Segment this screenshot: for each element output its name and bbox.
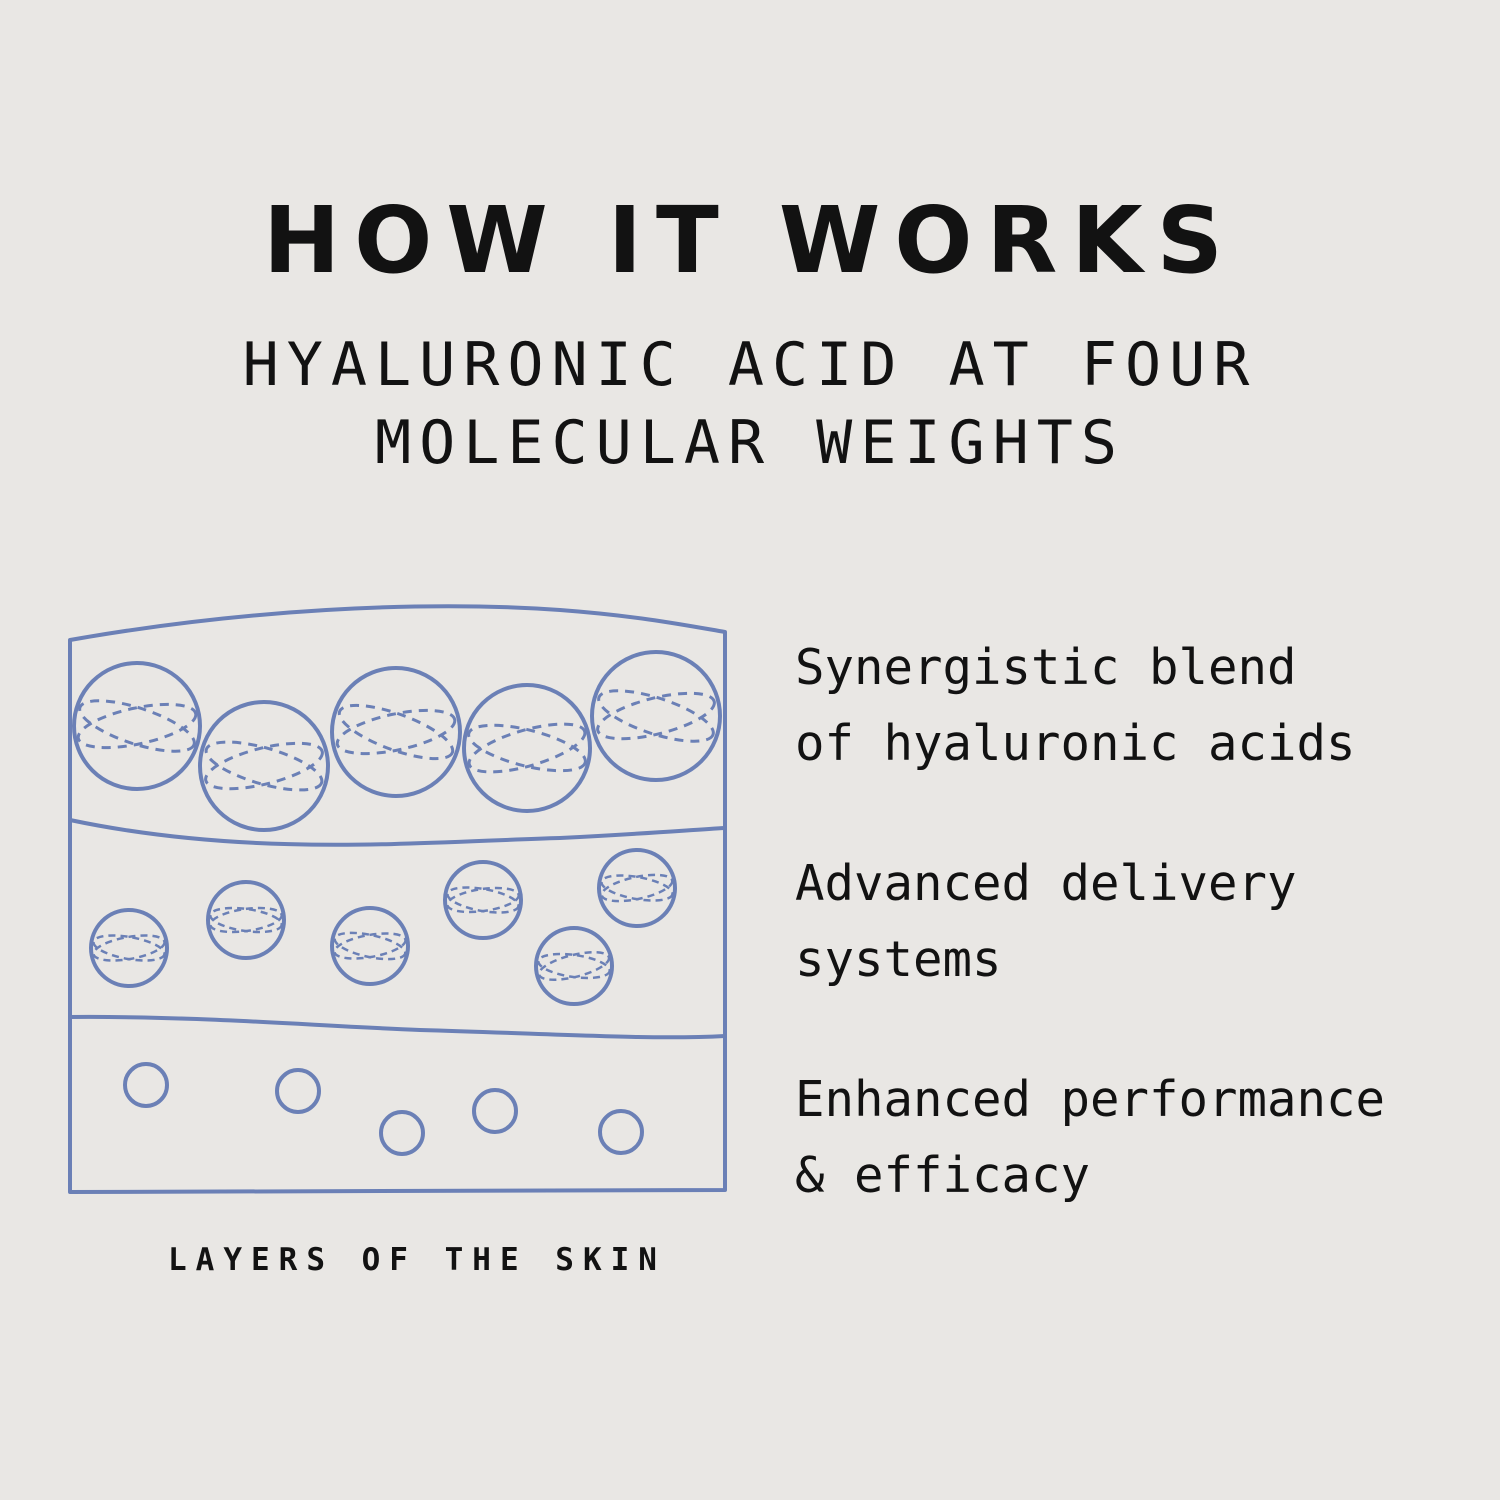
skin-layers-diagram — [68, 604, 727, 1194]
benefit-text-line: systems — [795, 931, 1002, 988]
benefit-text-line: Enhanced performance — [795, 1071, 1386, 1128]
subtitle: HYALURONIC ACID AT FOUR MOLECULAR WEIGHT… — [0, 326, 1500, 482]
large-molecule — [198, 700, 330, 832]
subtitle-line-1: HYALURONIC ACID AT FOUR — [242, 330, 1258, 400]
benefit-text-line: Synergistic blend — [795, 639, 1297, 696]
medium-molecule — [443, 860, 523, 940]
medium-molecule — [330, 906, 410, 986]
benefit-text-line: & efficacy — [795, 1147, 1091, 1204]
benefit-item: Enhanced performance & efficacy — [795, 1062, 1485, 1214]
small-molecule — [379, 1110, 425, 1156]
small-molecule — [123, 1062, 169, 1108]
large-molecule — [462, 683, 592, 813]
large-molecule — [72, 661, 202, 791]
benefit-text-line: Advanced delivery — [795, 855, 1297, 912]
medium-molecule — [597, 848, 677, 928]
skin-frame — [68, 604, 727, 1194]
medium-molecule — [534, 926, 614, 1006]
layer-divider-upper — [68, 818, 727, 847]
small-molecule — [598, 1109, 644, 1155]
large-molecule — [330, 666, 462, 798]
subtitle-line-2: MOLECULAR WEIGHTS — [374, 408, 1126, 478]
small-molecules — [123, 1062, 644, 1156]
benefit-text-line: of hyaluronic acids — [795, 715, 1356, 772]
small-molecule — [472, 1088, 518, 1134]
medium-molecule — [89, 908, 169, 988]
large-molecule — [590, 650, 722, 782]
small-molecule — [275, 1068, 321, 1114]
medium-molecules — [89, 848, 677, 1006]
medium-molecule — [206, 880, 286, 960]
page-title: HOW IT WORKS — [263, 187, 1237, 294]
large-molecules — [72, 650, 722, 832]
benefit-item: Synergistic blend of hyaluronic acids — [795, 630, 1485, 782]
benefit-item: Advanced delivery systems — [795, 846, 1485, 998]
diagram-caption: LAYERS OF THE SKIN — [168, 1242, 666, 1278]
layer-divider-lower — [68, 1014, 727, 1040]
